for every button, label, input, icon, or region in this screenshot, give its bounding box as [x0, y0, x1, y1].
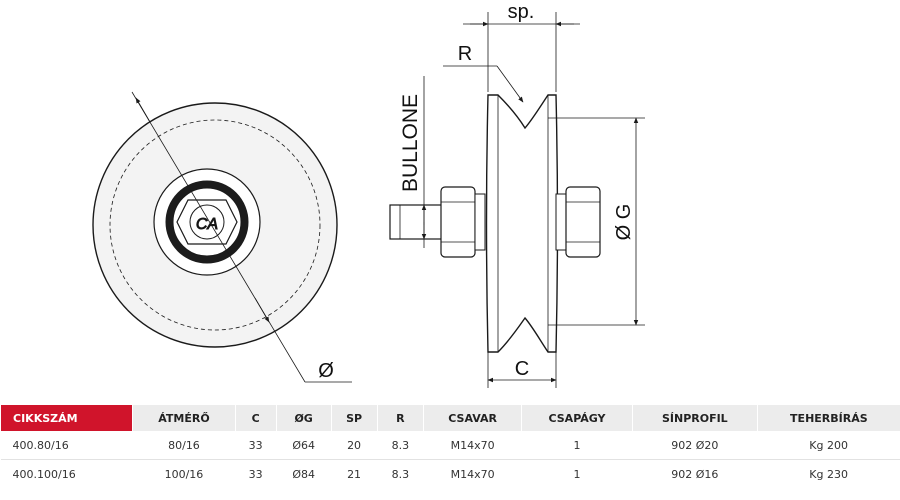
bolt-shaft [389, 204, 443, 240]
cell-atmero: 100/16 [132, 459, 236, 488]
cell-atmero: 80/16 [168, 438, 200, 452]
table-row: 400.100/16 100/16 33 Ø84 21 8.3 M14x70 1… [0, 459, 900, 488]
c-label: C [515, 358, 529, 380]
r-leader-diagonal [496, 65, 524, 103]
cell-r: 8.3 [391, 438, 410, 452]
r-label: R [458, 43, 472, 65]
wheel-groove-dashed-circle [109, 119, 321, 331]
header-csavar: CSAVAR [423, 405, 522, 431]
sp-label: sp. [508, 1, 535, 23]
left-hex-nut [440, 186, 476, 258]
cell-c: 33 [248, 438, 263, 452]
cell-og: Ø84 [276, 459, 332, 488]
diameter-label: Ø [318, 360, 334, 382]
logo-mark: CA [196, 216, 218, 233]
cell-teherbiras: Kg 230 [757, 459, 900, 488]
cell-sinprofil: 902 Ø16 [632, 459, 758, 488]
technical-drawing: CA Ø [92, 1, 645, 388]
cell-r: 8.3 [377, 459, 424, 488]
table-row: 400.80/16 80/16 33 Ø64 20 8.3 M14x70 1 9… [1, 431, 900, 460]
header-sinprofil: SÍNPROFIL [631, 405, 758, 431]
cell-og: Ø64 [292, 438, 315, 452]
cell-csapagy: 1 [521, 459, 633, 488]
diameter-arrow-bottom [254, 297, 270, 323]
header-cikkszam: CIKKSZÁM [0, 405, 133, 431]
cell-c: 33 [235, 459, 277, 488]
header-csapagy: CSAPÁGY [521, 405, 633, 431]
cell-cikkszam: 400.100/16 [0, 459, 133, 488]
cell-cikkszam: 400.80/16 [12, 438, 69, 452]
g-label: Ø G [613, 204, 635, 241]
spec-table: CIKKSZÁM ÁTMÉRŐ C ØG SP R CSAVAR CSAPÁGY… [0, 405, 900, 488]
diameter-arrow-top [135, 97, 151, 123]
header-sp: SP [330, 405, 378, 431]
side-view [389, 12, 645, 388]
table-header-row: CIKKSZÁM ÁTMÉRŐ C ØG SP R CSAVAR CSAPÁGY… [0, 405, 900, 431]
cell-teherbiras: Kg 200 [809, 438, 848, 452]
cell-csavar: M14x70 [450, 438, 495, 452]
front-view: CA [92, 91, 352, 383]
bullone-label: BULLONE [399, 94, 422, 192]
bolt-circle-front [189, 204, 225, 240]
header-r: R [376, 405, 424, 431]
header-og: ØG [275, 405, 332, 431]
diameter-leader-line [131, 91, 306, 383]
wheel-profile [485, 94, 559, 353]
header-atmero: ÁTMÉRŐ [132, 405, 236, 431]
cell-csapagy: 1 [573, 438, 581, 452]
cell-sp: 20 [347, 438, 362, 452]
header-c: C [234, 405, 277, 431]
cell-csavar: M14x70 [423, 459, 522, 488]
cell-sp: 21 [331, 459, 378, 488]
left-washer [474, 193, 486, 251]
header-teherbiras: TEHERBÍRÁS [756, 405, 900, 431]
right-washer [555, 193, 567, 251]
right-hex-nut [565, 186, 601, 258]
cell-sinprofil: 902 Ø20 [671, 438, 719, 452]
